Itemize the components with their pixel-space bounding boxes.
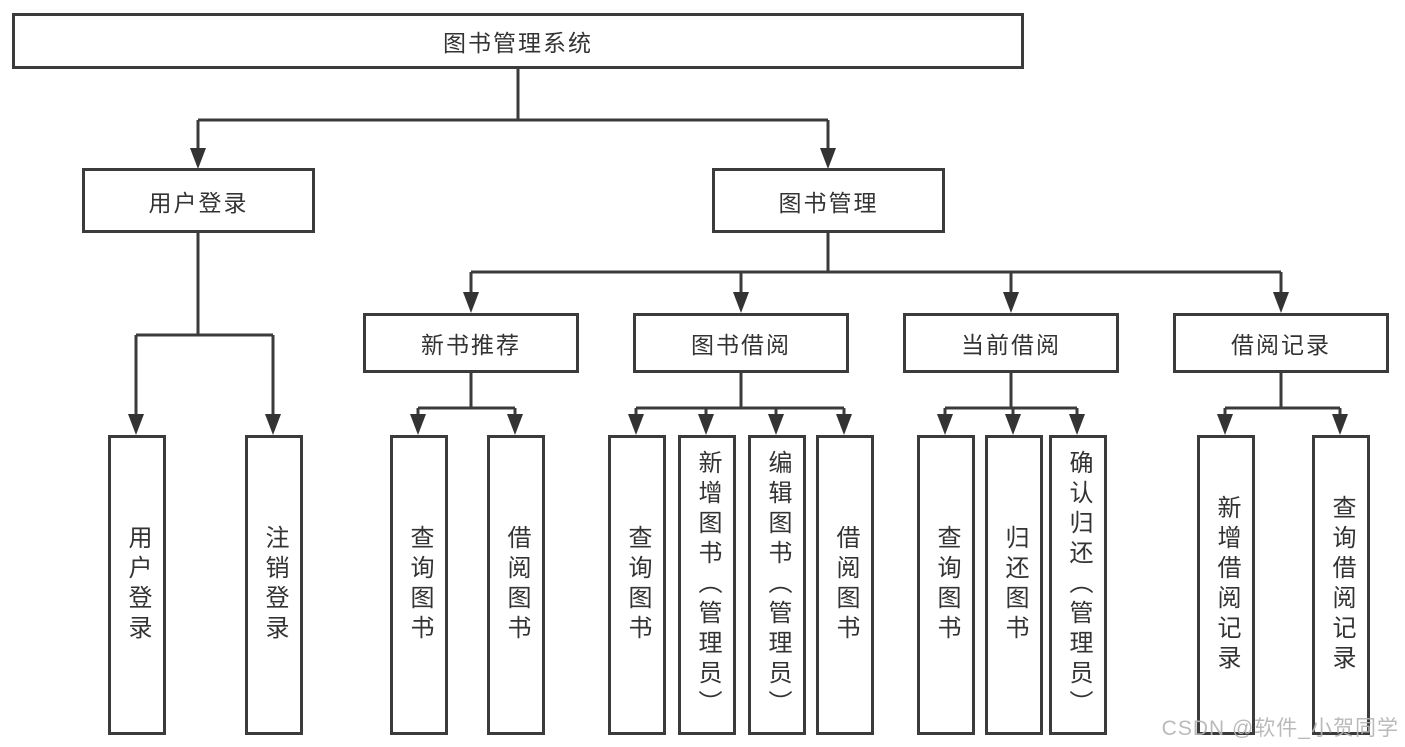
node-current-borrow: 当前借阅 — [903, 313, 1119, 373]
leaf-confirm-return-admin: 确认归还（管理员） — [1049, 435, 1107, 735]
leaf-query-borrow-record: 查询借阅记录 — [1312, 435, 1370, 735]
node-label: 新增图书（管理员） — [694, 450, 721, 720]
node-new-book-recommend: 新书推荐 — [363, 313, 579, 373]
node-label: 归还图书 — [1001, 525, 1028, 645]
leaf-borrow-books: 借阅图书 — [816, 435, 874, 735]
node-label: 查询图书 — [406, 525, 433, 645]
node-label: 借阅记录 — [1231, 332, 1331, 358]
node-label: 图书管理 — [778, 189, 879, 216]
node-label: 用户登录 — [124, 525, 151, 645]
leaf-query-books-borrow: 查询图书 — [608, 435, 666, 735]
node-book-management: 图书管理 — [712, 168, 945, 233]
node-label: 图书借阅 — [691, 332, 791, 358]
arrowhead-icons — [128, 148, 1348, 435]
node-label: 新增借阅记录 — [1213, 495, 1240, 675]
leaf-add-books-admin: 新增图书（管理员） — [678, 435, 736, 735]
leaf-return-books: 归还图书 — [985, 435, 1043, 735]
leaf-add-borrow-record: 新增借阅记录 — [1197, 435, 1255, 735]
leaf-query-books-recommend: 查询图书 — [390, 435, 448, 735]
node-label: 确认归还（管理员） — [1065, 450, 1092, 720]
node-label: 注销登录 — [261, 525, 288, 645]
node-label: 编辑图书（管理员） — [764, 450, 791, 720]
node-label: 图书管理系统 — [443, 30, 593, 56]
node-user-login: 用户登录 — [82, 168, 315, 233]
node-root-system: 图书管理系统 — [12, 13, 1024, 69]
node-label: 新书推荐 — [421, 332, 521, 358]
leaf-user-login: 用户登录 — [108, 435, 166, 735]
leaf-borrow-books-recommend: 借阅图书 — [487, 435, 545, 735]
node-label: 查询图书 — [624, 525, 651, 645]
leaf-query-books-current: 查询图书 — [917, 435, 975, 735]
node-book-borrow: 图书借阅 — [633, 313, 849, 373]
node-label: 借阅图书 — [832, 525, 859, 645]
node-label: 用户登录 — [148, 189, 249, 216]
node-label: 借阅图书 — [503, 525, 530, 645]
watermark: CSDN @软件_小贺同学 — [1161, 717, 1399, 740]
leaf-logout: 注销登录 — [245, 435, 303, 735]
node-borrow-record: 借阅记录 — [1173, 313, 1389, 373]
node-label: 当前借阅 — [961, 332, 1061, 358]
node-label: 查询借阅记录 — [1328, 495, 1355, 675]
node-label: 查询图书 — [933, 525, 960, 645]
leaf-edit-books-admin: 编辑图书（管理员） — [748, 435, 806, 735]
